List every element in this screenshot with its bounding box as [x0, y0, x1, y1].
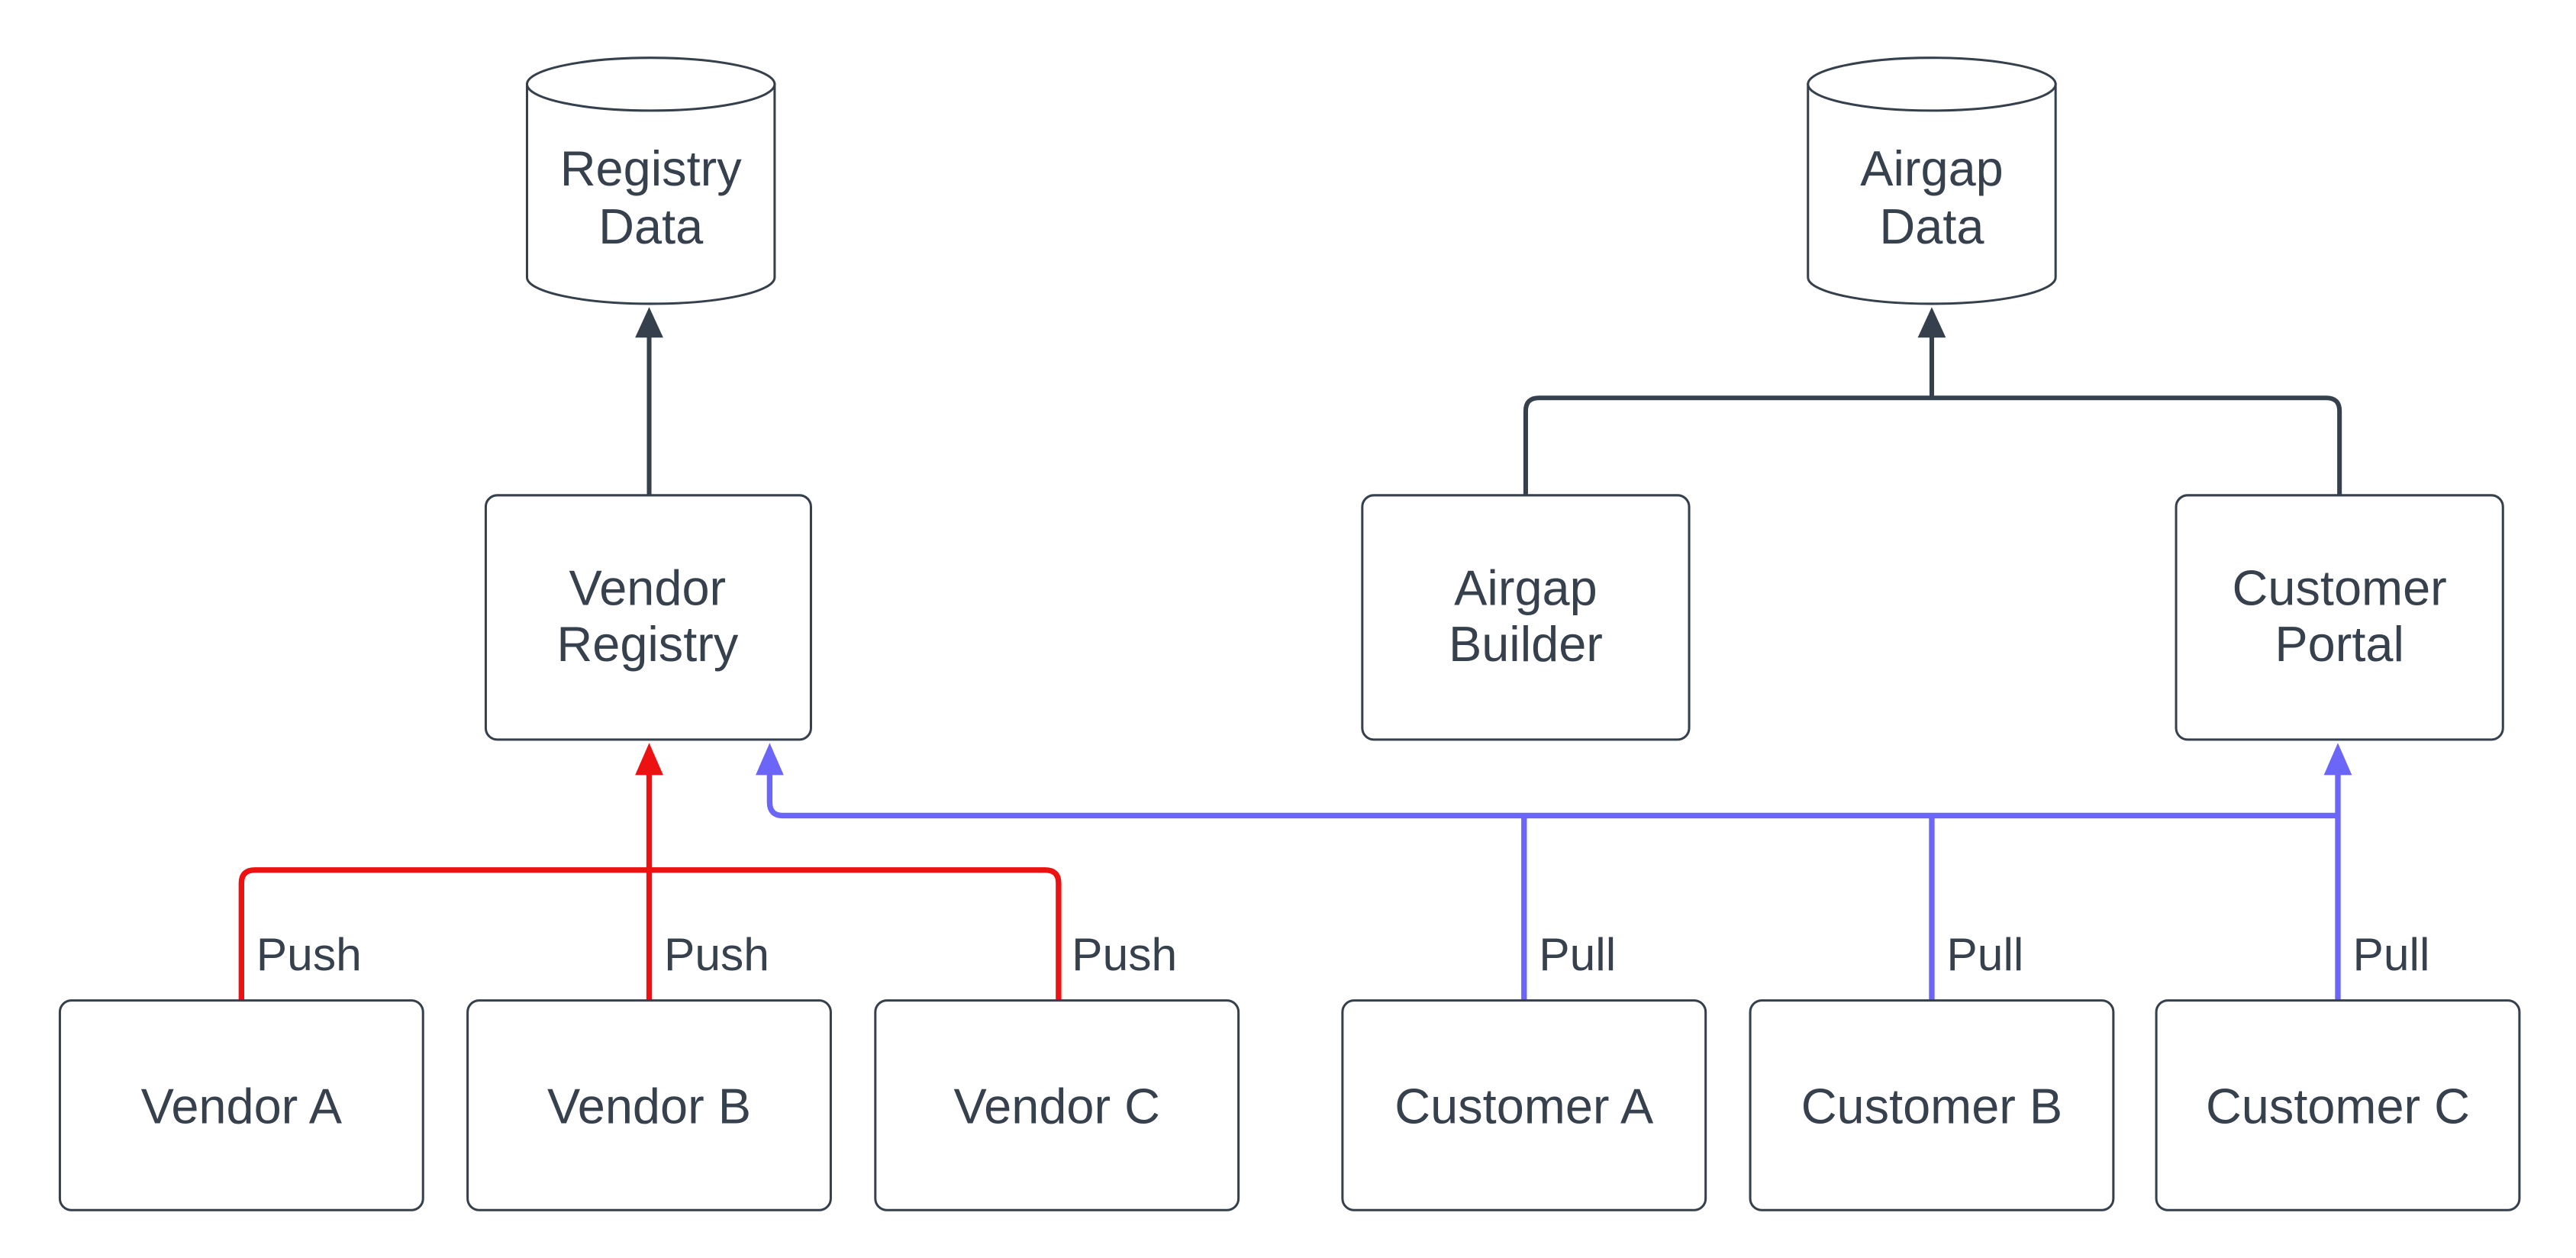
node-airgap-builder: Airgap Builder [1361, 494, 1691, 741]
node-vendor-b: Vendor B [466, 999, 832, 1211]
arrowhead-up-icon [635, 743, 663, 776]
database-cylinder-icon [1807, 82, 2057, 305]
edge-customers-pull [756, 743, 2352, 1001]
database-cylinder-icon [525, 82, 776, 305]
node-label: Registry [560, 140, 742, 196]
node-box [2175, 494, 2504, 741]
node-vendor-a: Vendor A [58, 999, 424, 1211]
node-label: Customer [2233, 560, 2447, 615]
node-label: Customer A [1394, 1079, 1654, 1134]
node-customer-c: Customer C [2155, 999, 2521, 1211]
arrowhead-up-icon [756, 743, 784, 776]
node-label: Vendor [569, 560, 727, 615]
arrowhead-up-icon [1917, 307, 1946, 338]
node-box [1341, 999, 1707, 1211]
edge-label-push-vendor-a: Push [256, 928, 362, 980]
node-label: Vendor B [547, 1079, 751, 1134]
node-box [874, 999, 1240, 1211]
connector-line [1523, 395, 2342, 495]
arrowhead-up-icon [2323, 743, 2352, 776]
node-customer-portal: Customer Portal [2175, 494, 2504, 741]
node-label: Airgap [1860, 140, 2004, 196]
connector-line [766, 773, 2338, 819]
node-label: Data [598, 198, 704, 254]
cylinder-top-icon [525, 56, 776, 112]
node-vendor-registry: Vendor Registry [484, 494, 812, 741]
node-label: Airgap [1454, 560, 1598, 615]
node-label: Builder [1449, 616, 1603, 672]
edge-label-pull-customer-a: Pull [1539, 928, 1616, 980]
node-label: Data [1879, 198, 1984, 254]
node-box [2155, 999, 2521, 1211]
node-customer-b: Customer B [1749, 999, 2115, 1211]
edge-vendors-push-to-vendor-registry [238, 743, 1062, 1001]
edge-label-push-vendor-b: Push [664, 928, 769, 980]
node-label: Vendor A [141, 1079, 343, 1134]
node-label: Customer C [2206, 1079, 2470, 1134]
node-label: Vendor C [953, 1079, 1160, 1134]
node-box [1361, 494, 1691, 741]
node-box [58, 999, 424, 1211]
node-label: Customer B [1801, 1079, 2063, 1134]
node-registry-data: Registry Data [525, 56, 776, 305]
node-box [466, 999, 832, 1211]
cylinder-top-icon [1807, 56, 2057, 112]
node-customer-a: Customer A [1341, 999, 1707, 1211]
node-vendor-c: Vendor C [874, 999, 1240, 1211]
edge-label-pull-customer-b: Pull [1946, 928, 2023, 980]
arrowhead-up-icon [635, 307, 663, 338]
node-airgap-data: Airgap Data [1807, 56, 2057, 305]
node-label: Registry [556, 616, 738, 672]
edge-label-pull-customer-c: Pull [2352, 928, 2429, 980]
edge-label-push-vendor-c: Push [1072, 928, 1177, 980]
edge-builders-to-airgap-data [1523, 307, 2342, 495]
edge-vendor-registry-to-registry-data [635, 307, 663, 495]
node-box [1749, 999, 2115, 1211]
node-label: Portal [2275, 616, 2404, 672]
node-box [484, 494, 812, 741]
